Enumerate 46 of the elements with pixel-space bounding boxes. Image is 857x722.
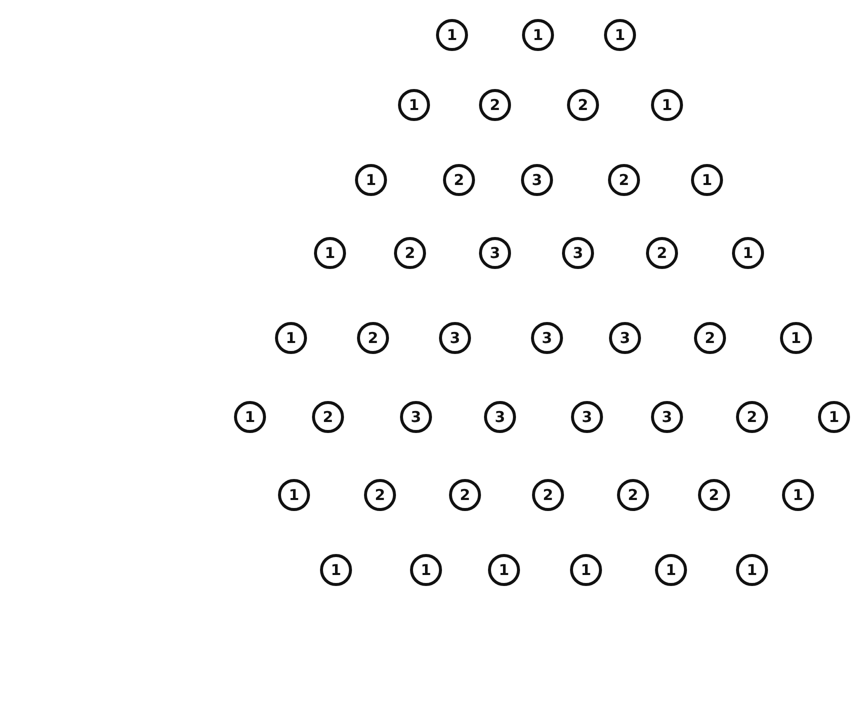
circled-number: 1: [355, 164, 387, 196]
circled-number: 2: [357, 322, 389, 354]
circled-number: 1: [691, 164, 723, 196]
circled-number: 3: [651, 401, 683, 433]
circled-number: 3: [400, 401, 432, 433]
circled-number: 3: [479, 237, 511, 269]
circled-number: 2: [449, 479, 481, 511]
circled-number: 1: [522, 19, 554, 51]
circled-number: 1: [736, 554, 768, 586]
circled-number: 2: [617, 479, 649, 511]
circled-number: 1: [436, 19, 468, 51]
circled-number: 1: [782, 479, 814, 511]
circled-number: 3: [521, 164, 553, 196]
circled-number: 1: [570, 554, 602, 586]
circled-number: 2: [567, 89, 599, 121]
circled-number: 2: [694, 322, 726, 354]
circled-number: 3: [484, 401, 516, 433]
circled-number: 2: [532, 479, 564, 511]
circled-number: 1: [655, 554, 687, 586]
circled-number: 1: [732, 237, 764, 269]
circled-number: 3: [531, 322, 563, 354]
circled-number: 1: [398, 89, 430, 121]
circled-number: 1: [275, 322, 307, 354]
circled-number: 1: [278, 479, 310, 511]
circled-number: 2: [443, 164, 475, 196]
circled-number: 1: [314, 237, 346, 269]
circled-number: 1: [488, 554, 520, 586]
circled-number: 3: [562, 237, 594, 269]
circled-number: 2: [646, 237, 678, 269]
circled-number: 2: [364, 479, 396, 511]
circled-number: 3: [571, 401, 603, 433]
circled-number: 3: [439, 322, 471, 354]
circled-number: 1: [651, 89, 683, 121]
circled-number: 1: [780, 322, 812, 354]
circled-number: 1: [604, 19, 636, 51]
circled-number: 1: [320, 554, 352, 586]
circled-number: 2: [479, 89, 511, 121]
circled-number: 3: [609, 322, 641, 354]
circled-number: 1: [410, 554, 442, 586]
circled-number: 2: [736, 401, 768, 433]
circled-number: 2: [698, 479, 730, 511]
circled-number: 2: [394, 237, 426, 269]
circled-number: 2: [608, 164, 640, 196]
circled-number: 1: [818, 401, 850, 433]
circled-number: 1: [234, 401, 266, 433]
circled-number: 2: [312, 401, 344, 433]
